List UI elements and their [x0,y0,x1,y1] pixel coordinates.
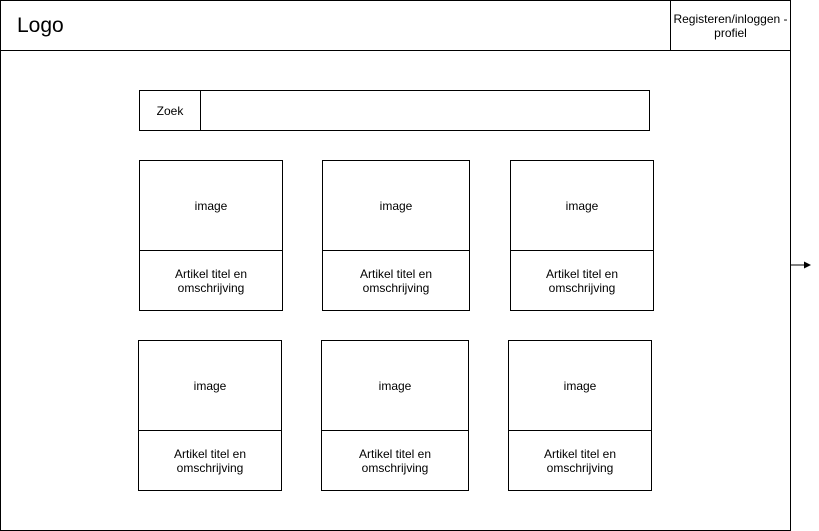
article-title-description[interactable]: Artikel titel en omschrijving [138,430,282,491]
article-title-description[interactable]: Artikel titel en omschrijving [508,430,652,491]
search-bar: Zoek [139,90,650,131]
article-image[interactable]: image [139,160,283,251]
article-title-description[interactable]: Artikel titel en omschrijving [139,250,283,311]
article-title-description[interactable]: Artikel titel en omschrijving [321,430,469,491]
article-title-description[interactable]: Artikel titel en omschrijving [510,250,654,311]
header: Logo [0,0,791,51]
search-label[interactable]: Zoek [140,91,201,130]
article-title-description[interactable]: Artikel titel en omschrijving [322,250,470,311]
search-input[interactable] [201,91,649,130]
article-image[interactable]: image [508,340,652,431]
logo[interactable]: Logo [17,14,64,37]
arrow-right-icon [790,261,811,269]
article-image[interactable]: image [322,160,470,251]
article-image[interactable]: image [321,340,469,431]
article-image[interactable]: image [138,340,282,431]
article-image[interactable]: image [510,160,654,251]
account-link[interactable]: Registeren/inloggen - profiel [670,0,791,51]
